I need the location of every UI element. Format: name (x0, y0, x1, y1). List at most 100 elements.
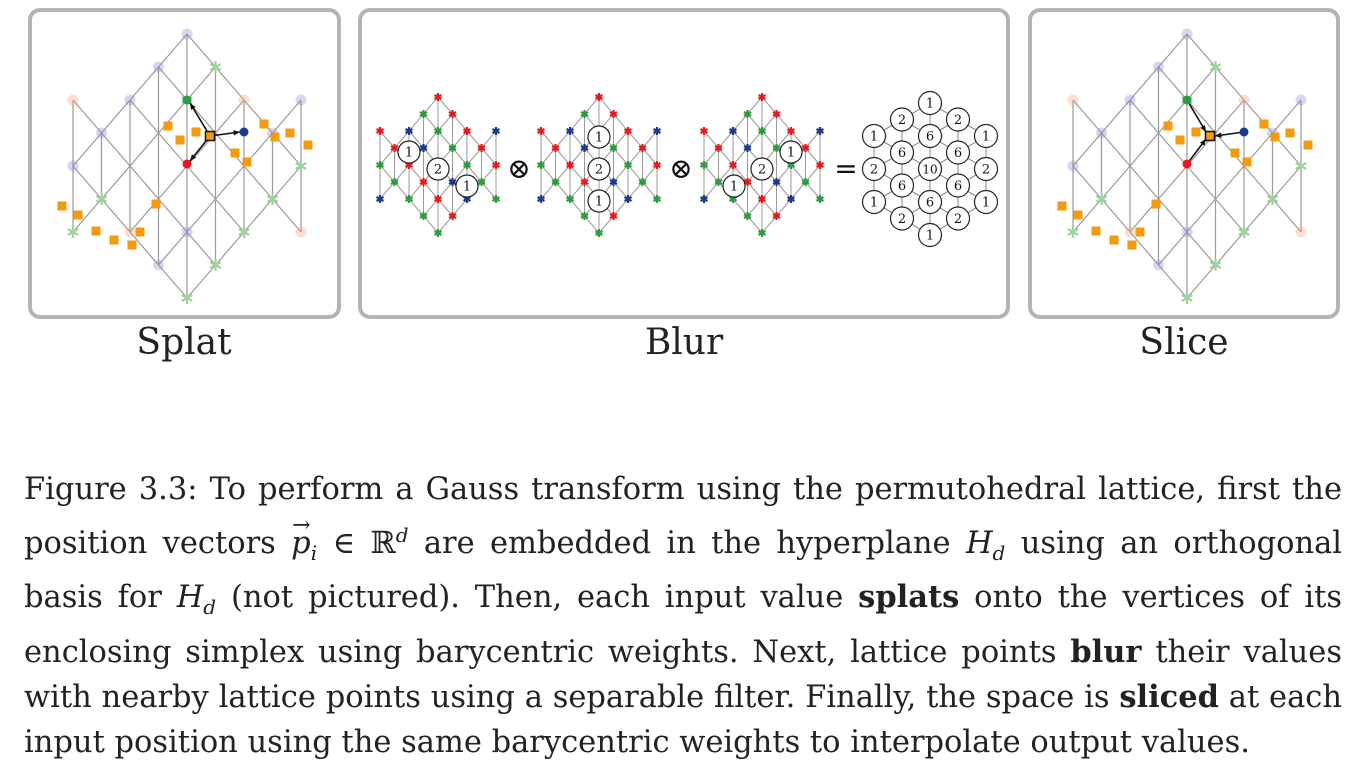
grid-line (1215, 132, 1245, 167)
grid-line (423, 181, 439, 200)
stencil-weight: 1 (787, 146, 795, 161)
grid-line (776, 181, 792, 200)
grid-line (452, 147, 468, 166)
grid-line (394, 164, 410, 183)
query-sample (204, 130, 216, 142)
grid-line (718, 147, 734, 166)
grid-line (1129, 99, 1159, 134)
grid-line (642, 147, 658, 166)
lattice-vertex-mark (390, 179, 399, 185)
grid-line (466, 164, 482, 183)
lattice-vertex-mark (1238, 228, 1250, 236)
stencil-node (973, 189, 999, 215)
grid-line (215, 66, 245, 101)
lattice-vertex-mark (375, 128, 385, 134)
grid-line (1272, 198, 1302, 233)
grid-line (186, 231, 216, 266)
query-sample (1204, 130, 1216, 142)
grid-line (1158, 132, 1188, 167)
grid-line (732, 164, 748, 183)
grid-line (1101, 99, 1131, 134)
grid-line (158, 264, 188, 299)
grid-line (481, 181, 497, 200)
grid-line (627, 164, 643, 183)
lattice-vertex-mark (609, 213, 618, 219)
lattice-point-faded (1124, 226, 1136, 238)
grid-line (747, 215, 763, 234)
grid-line (718, 164, 734, 183)
stencil-node (426, 157, 450, 181)
stencil-weight: 2 (595, 163, 603, 178)
grid-line (761, 130, 777, 149)
tensor-product-sign: ⊗ (507, 152, 530, 185)
stencil-node (945, 107, 971, 132)
grid-line (613, 164, 629, 183)
grid-line (437, 215, 453, 234)
lattice-vertex-mark (757, 196, 767, 202)
arrow-head (190, 103, 196, 110)
stencil-node (889, 173, 915, 198)
grid-line (1186, 99, 1216, 134)
grid-line (598, 96, 614, 115)
grid-line (732, 198, 748, 217)
lattice-vertex-mark (609, 145, 618, 151)
lattice-vertex-mark (594, 94, 604, 100)
lattice-vertex-mark (266, 195, 279, 203)
grid-line (186, 165, 216, 200)
lattice-point-faded (1295, 94, 1307, 106)
input-sample (127, 240, 137, 250)
grid-line (1272, 99, 1302, 134)
stencil-weight: 1 (870, 196, 878, 211)
lattice-vertex-mark (743, 145, 752, 151)
input-sample (259, 119, 269, 129)
grid-line (1186, 33, 1216, 68)
grid-line (555, 147, 571, 166)
grid-line (703, 130, 719, 149)
input-sample (1163, 121, 1173, 131)
stencil-weight: 6 (898, 146, 906, 161)
lattice-vertex-mark (743, 111, 752, 117)
lattice-vertex-mark (638, 145, 647, 151)
lattice-vertex-mark (491, 196, 501, 202)
lattice-vertex-mark (390, 145, 399, 151)
grid-line (747, 113, 763, 132)
grid-line (452, 113, 468, 132)
grid-line (1072, 99, 1102, 134)
grid-line (747, 130, 763, 149)
grid-line (776, 198, 792, 217)
stencil-weight: 1 (926, 229, 934, 244)
lattice-vertex-mark (433, 94, 443, 100)
grid-line (101, 132, 131, 167)
slice-panel (1028, 8, 1340, 319)
lattice-point-faded (181, 28, 193, 40)
figure-number: Figure 3.3: (24, 472, 198, 507)
lattice-vertex-mark (462, 196, 472, 202)
grid-line (747, 181, 763, 200)
lattice-vertex-mark (1209, 261, 1222, 269)
lattice-point-faded (1181, 28, 1193, 40)
input-sample (109, 235, 119, 245)
lattice-vertex-mark (536, 128, 546, 134)
grid-line (379, 130, 395, 149)
splat-lattice-diagram (57, 28, 313, 304)
grid-line (761, 181, 777, 200)
grid-line (776, 113, 792, 132)
lattice-vertex-mark (448, 145, 457, 151)
grid-line (1186, 231, 1216, 266)
stencil-node (455, 174, 479, 198)
grid-line (627, 130, 643, 149)
grid-line (1186, 165, 1216, 200)
lattice-vertex-mark (580, 179, 589, 185)
grid-line (747, 198, 763, 217)
stencil-weight: 6 (926, 196, 934, 211)
grid-line (481, 130, 497, 149)
lattice-point-faded (1067, 160, 1079, 172)
input-sample (73, 210, 83, 220)
tensor-product-sign: ⊗ (669, 152, 692, 185)
grid-line (1072, 165, 1102, 200)
stencil-weight: 10 (922, 162, 937, 176)
lattice-vertex-mark (551, 179, 560, 185)
input-sample (242, 157, 252, 167)
input-sample (1191, 127, 1201, 137)
